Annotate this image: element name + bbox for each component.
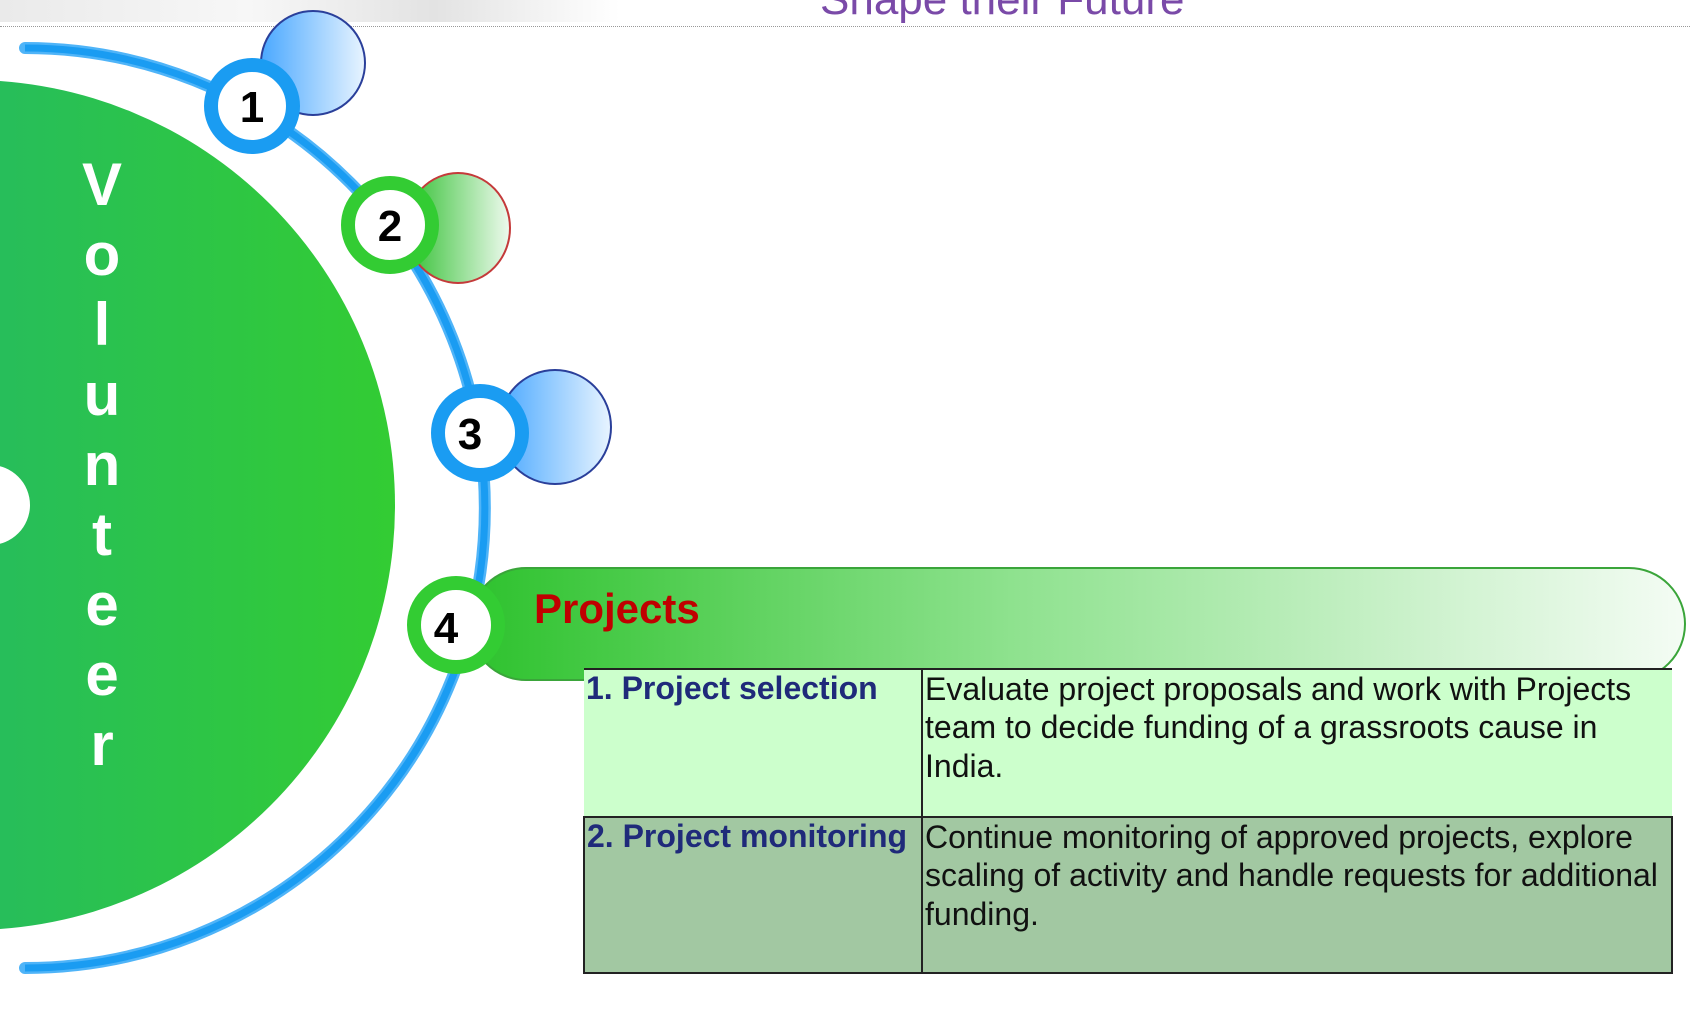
volunteer-letter: e [85,641,119,708]
step-3-ring[interactable] [431,384,529,482]
volunteer-letter: u [83,361,121,428]
task-description: Evaluate project proposals and work with… [922,668,1672,817]
section-title: Projects [534,585,700,632]
step-4-ring[interactable] [407,576,505,674]
volunteer-panel [0,81,395,929]
step-2-ring[interactable] [341,176,439,274]
step-3-number: 3 [457,410,483,459]
task-name: 2. Project monitoring [583,816,923,974]
volunteer-letter: t [92,501,112,568]
volunteer-letter: e [85,571,119,638]
task-description: Continue monitoring of approved projects… [922,816,1673,974]
step-1-ring[interactable] [204,58,300,154]
volunteer-letter: V [81,151,123,218]
header-divider [0,26,1690,27]
volunteer-letter: r [90,711,114,778]
task-name: 1. Project selection [584,668,923,817]
volunteer-letter: o [83,221,121,288]
step-2-number: 2 [377,202,403,251]
table-row: 1. Project selection Evaluate project pr… [584,668,1672,817]
volunteer-letter: l [93,291,111,358]
table-row: 2. Project monitoring Continue monitorin… [583,816,1673,974]
volunteer-letter: n [83,431,121,498]
volunteer-vertical-label: V o l u n t e e r [62,150,142,780]
step-1-number: 1 [239,83,265,132]
step-4-number: 4 [433,604,459,653]
header-title: Shape their Future [820,0,1184,22]
tasks-table: 1. Project selection Evaluate project pr… [583,668,1673,974]
